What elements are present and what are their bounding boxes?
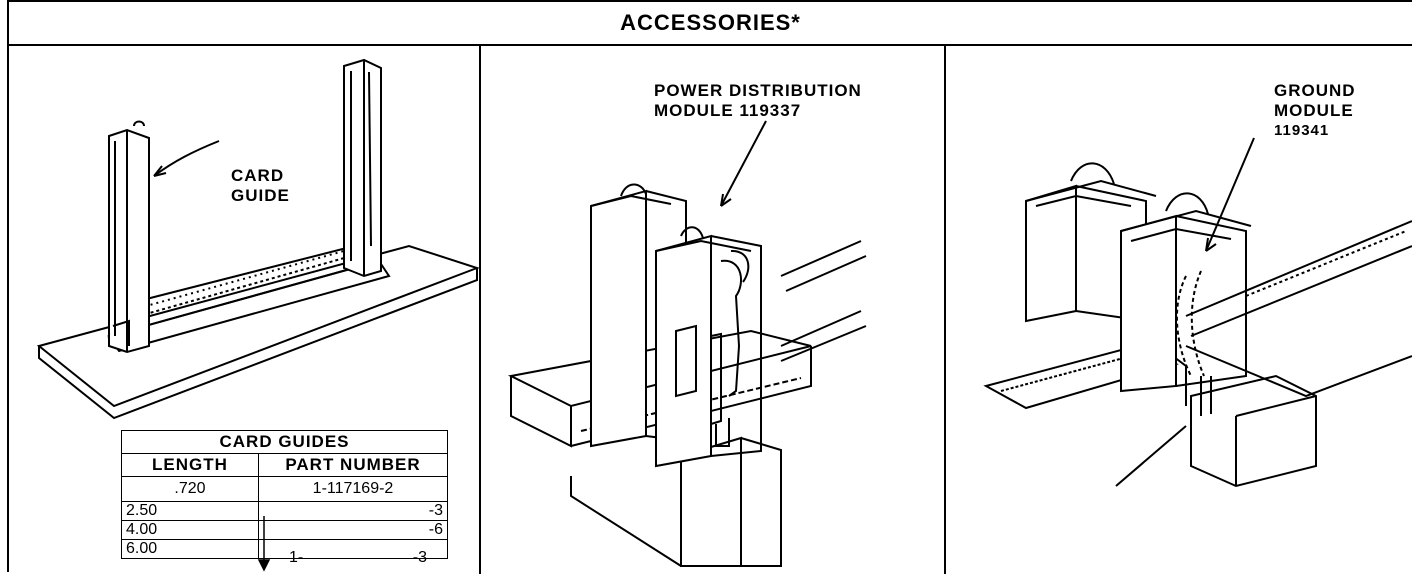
part-number-prefix: 1- <box>289 549 304 566</box>
power-distribution-panel: POWER DISTRIBUTION MODULE 119337 <box>481 46 944 574</box>
part-number-cell: 1- -3 <box>258 539 448 566</box>
part-number-suffix: -3 <box>412 549 427 566</box>
length-cell: 4.00 <box>121 520 259 540</box>
card-guide-panel: CARD GUIDE CARD GUIDES LENGTH PART NUMBE… <box>9 46 479 574</box>
card-guide-illustration <box>9 46 479 574</box>
length-cell: 6.00 <box>121 539 259 559</box>
table-row: 6.00 1- -3 <box>121 539 448 566</box>
ground-module-label-line2: MODULE <box>1274 101 1354 120</box>
table-row: 2.50 -3 <box>121 501 448 521</box>
card-guide-label-line2: GUIDE <box>231 186 290 205</box>
power-module-label-line2: MODULE 119337 <box>654 101 802 120</box>
part-number-cell: -6 <box>258 520 448 540</box>
table-row: 4.00 -6 <box>121 520 448 540</box>
part-number-cell: 1-117169-2 <box>258 476 448 502</box>
part-number-cell: -3 <box>258 501 448 521</box>
ground-module-label: GROUND MODULE 119341 <box>1274 81 1356 141</box>
card-guide-label: CARD GUIDE <box>231 166 290 206</box>
ground-module-label-line3: 119341 <box>1274 122 1330 139</box>
column-header-length: LENGTH <box>121 453 259 477</box>
power-module-label-line1: POWER DISTRIBUTION <box>654 81 862 100</box>
power-distribution-illustration <box>481 46 944 574</box>
card-guides-table-title: CARD GUIDES <box>121 430 448 454</box>
ground-module-label-line1: GROUND <box>1274 81 1356 100</box>
length-cell: 2.50 <box>121 501 259 521</box>
card-guide-label-line1: CARD <box>231 166 285 185</box>
panel-divider-2 <box>944 44 946 574</box>
panel-divider-1 <box>479 44 481 574</box>
accessories-sheet: ACCESSORIES* <box>7 0 1412 574</box>
card-guides-table: CARD GUIDES LENGTH PART NUMBER .720 1-11… <box>121 430 448 566</box>
table-row: .720 1-117169-2 <box>121 476 448 502</box>
length-cell: .720 <box>121 476 259 502</box>
column-header-part-number: PART NUMBER <box>258 453 448 477</box>
power-module-label: POWER DISTRIBUTION MODULE 119337 <box>654 81 862 121</box>
ground-module-illustration <box>946 46 1412 574</box>
page-title: ACCESSORIES* <box>9 2 1412 46</box>
ground-module-panel: GROUND MODULE 119341 <box>946 46 1412 574</box>
